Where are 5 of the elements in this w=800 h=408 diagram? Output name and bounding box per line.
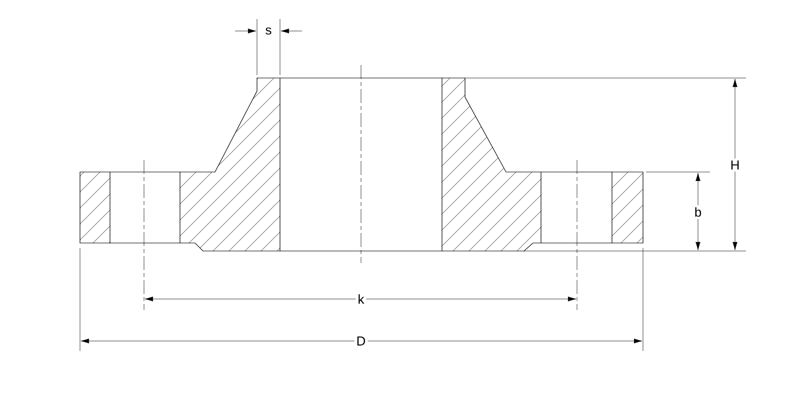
dimension-label: H — [728, 158, 742, 172]
dimension-label: k — [356, 292, 366, 306]
dimension-label: D — [354, 334, 368, 348]
dimension-label: s — [263, 25, 274, 37]
dimension-label: b — [692, 205, 704, 219]
